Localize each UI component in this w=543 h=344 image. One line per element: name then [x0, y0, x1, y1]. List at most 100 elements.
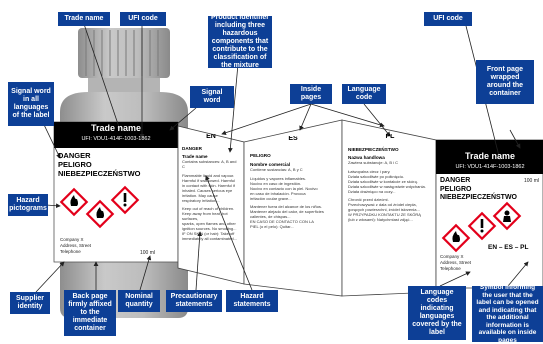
exclamation-pictogram-icon	[111, 186, 139, 214]
company-name: Company X	[60, 237, 84, 242]
page-pl-line: Działa szkodliwie po połknięciu.	[348, 174, 405, 179]
page-en-content: EN DANGER Trade name Contains substances…	[182, 134, 240, 264]
page-es-code: ES	[288, 136, 298, 142]
page-pl-line: (lub z włosami): Natychmiast zdjąć...	[348, 217, 413, 222]
page-en-line: respiratory irritation...	[182, 198, 220, 203]
callout-ufi-code-top: UFI code	[120, 12, 166, 26]
signal-word-danger: DANGER	[58, 151, 91, 160]
front-label-ufi: UFI: VDU1-414F-1003-1862	[455, 164, 525, 170]
callout-language-code: Language code	[342, 84, 386, 104]
page-en-line: inhaled. Causes serious eye	[182, 188, 233, 193]
back-label-ufi: UFI: VDU1-414F-1003-1862	[81, 136, 151, 142]
page-es-contains: Contiene sustancias: A, B y C	[250, 167, 303, 172]
front-flame-pictogram-icon	[442, 224, 470, 252]
page-en-line: ignition sources. No smoking...	[182, 226, 237, 231]
back-label-pictograms	[60, 186, 139, 228]
back-label-trade-name: Trade name	[90, 123, 142, 133]
page-en-code: EN	[206, 134, 216, 140]
front-label-quantity: 100 ml	[524, 178, 540, 184]
front-company-phone: Telephone	[440, 266, 461, 271]
front-label-signal-words: DANGER PELIGRO NIEBEZPIECZEŃSTWO	[440, 177, 517, 203]
page-es-line: Líquidos y vapores inflamables.	[250, 176, 307, 181]
page-pl-line: gorących powierzchni, źródeł iskrzenia..…	[348, 207, 420, 212]
front-label-header	[436, 140, 543, 174]
page-es-line: en caso de inhalación. Provoca	[250, 191, 306, 196]
page-pl-line: W PRZYPADKU KONTAKTU ZE SKÓRĄ	[348, 212, 421, 217]
flame-pictogram-icon	[60, 188, 88, 216]
page-es-trade-name: Nombre comercial	[250, 162, 291, 167]
callout-nominal-quantity: Nominal quantity	[118, 290, 160, 312]
page-en-line: Keep out of reach of children.	[182, 206, 235, 211]
page-en-line: Harmful if swallowed. Harmful	[182, 178, 235, 183]
callout-supplier-identity: Supplier identity	[10, 292, 50, 314]
page-en-line: sparks, open flames and other	[182, 221, 236, 226]
front-label-language-codes: EN – ES – PL	[488, 244, 529, 251]
page-pl-line: Działa drażniąco na oczy...	[348, 189, 396, 194]
front-health-pictogram-icon	[493, 202, 521, 230]
page-es-line: PIEL (o el pelo): Quitar...	[250, 224, 294, 229]
company-address: Address, Street	[60, 243, 92, 248]
page-pl-line: Chronić przed dziećmi.	[348, 197, 389, 202]
page-pl-line: Działa szkodliwie w następstwie wdychani…	[348, 184, 426, 189]
page-en-line: in contact with skin. Harmful if	[182, 183, 235, 188]
front-signal-word-peligro: PELIGRO	[440, 185, 472, 193]
page-pl-contains: Zawiera substancje: A, B i C	[348, 160, 399, 165]
page-pl-line: Działa szkodliwie w kontakcie ze skórą.	[348, 179, 418, 184]
page-es-line: Nocivo en caso de ingestión.	[250, 181, 302, 186]
signal-word-peligro: PELIGRO	[58, 160, 92, 169]
callout-signal-word: Signal word	[190, 86, 234, 108]
callout-symbol-informing: Symbol informing the user that the label…	[472, 284, 543, 344]
page-pl-line: Łatwopalna ciecz i pary.	[348, 169, 391, 174]
page-es-line: calientes, de chispas...	[250, 214, 291, 219]
front-signal-word-niebezpieczenstwo: NIEBEZPIECZEŃSTWO	[440, 194, 518, 201]
back-label-signal-words: DANGER PELIGRO NIEBEZPIECZEŃSTWO	[58, 151, 141, 178]
back-label	[53, 121, 179, 263]
front-company-address: Address, Street	[440, 260, 472, 265]
page-en-line: immediately all contaminated...	[182, 236, 237, 241]
page-en-line: IF ON SKIN (or hair): Take off	[182, 231, 235, 236]
callout-ufi-code-right: UFI code	[424, 12, 472, 26]
back-label-header	[54, 122, 178, 148]
callout-language-codes-covered: Language codes indicating languages cove…	[408, 286, 466, 340]
inside-pages	[177, 119, 437, 297]
page-en-line: Flammable liquid and vapour.	[182, 173, 235, 178]
page-es-content: ES PELIGRO Nombre comercial Contiene sus…	[250, 136, 336, 284]
callout-hazard-statements: Hazard statements	[226, 290, 278, 312]
bottle-cap	[78, 28, 170, 78]
callout-trade-name: Trade name	[58, 12, 110, 26]
signal-word-niebezpieczenstwo: NIEBEZPIECZEŃSTWO	[58, 169, 141, 178]
page-es-line: Mantener fuera del alcance de los niños.	[250, 204, 323, 209]
cap-ridges	[85, 30, 159, 76]
page-es-line: EN CASO DE CONTACTO CON LA	[250, 219, 314, 224]
callout-inside-pages: Inside pages	[290, 84, 332, 104]
bottle-neck	[88, 78, 160, 92]
page-pl-signal: NIEBEZPIECZEŃSTWO	[348, 147, 399, 152]
front-signal-word-danger: DANGER	[440, 177, 471, 184]
back-label-company: Company X Address, Street Telephone	[60, 237, 91, 255]
page-es-signal: PELIGRO	[250, 153, 271, 158]
page-en-line: irritation. May cause	[182, 193, 218, 198]
page-pl-content: PL NIEBEZPIECZEŃSTWO Nazwa handlowa Zawi…	[348, 134, 432, 284]
callout-signal-word-all-languages: Signal word in all languages of the labe…	[8, 82, 54, 126]
front-company-name: Company X	[440, 254, 464, 259]
callout-product-identifier: Product identifier including three hazar…	[208, 14, 272, 69]
page-es-line: Nocivo en contacto con la piel. Nocivo	[250, 186, 318, 191]
front-label-company: Company X Address, Street Telephone	[440, 254, 471, 272]
page-pl-code: PL	[385, 134, 395, 140]
callout-hazard-pictograms: Hazard pictograms	[8, 194, 48, 216]
page-en-trade-name: Trade name	[182, 154, 208, 159]
callout-precautionary-statements: Precautionary statements	[166, 290, 222, 312]
page-en-signal: DANGER	[182, 146, 202, 151]
company-phone: Telephone	[60, 249, 81, 254]
callout-back-page-affixed: Back page firmly affixed to the immediat…	[64, 290, 116, 336]
front-exclamation-pictogram-icon	[468, 212, 496, 240]
page-es-line: Mantener alejado del calor, de superfici…	[250, 209, 324, 214]
callout-front-page-wrapped: Front page wrapped around the container	[476, 60, 534, 104]
page-pl-line: Przechowywać z dala od źródeł ciepła,	[348, 202, 417, 207]
flame-pictogram-icon-2	[86, 200, 114, 228]
page-pl-trade-name: Nazwa handlowa	[348, 155, 385, 160]
page-en-line: Keep away from heat, hot surfaces,	[182, 211, 228, 221]
back-label-quantity: 100 ml	[140, 250, 156, 256]
page-es-line: irritación ocular grave...	[250, 196, 292, 201]
